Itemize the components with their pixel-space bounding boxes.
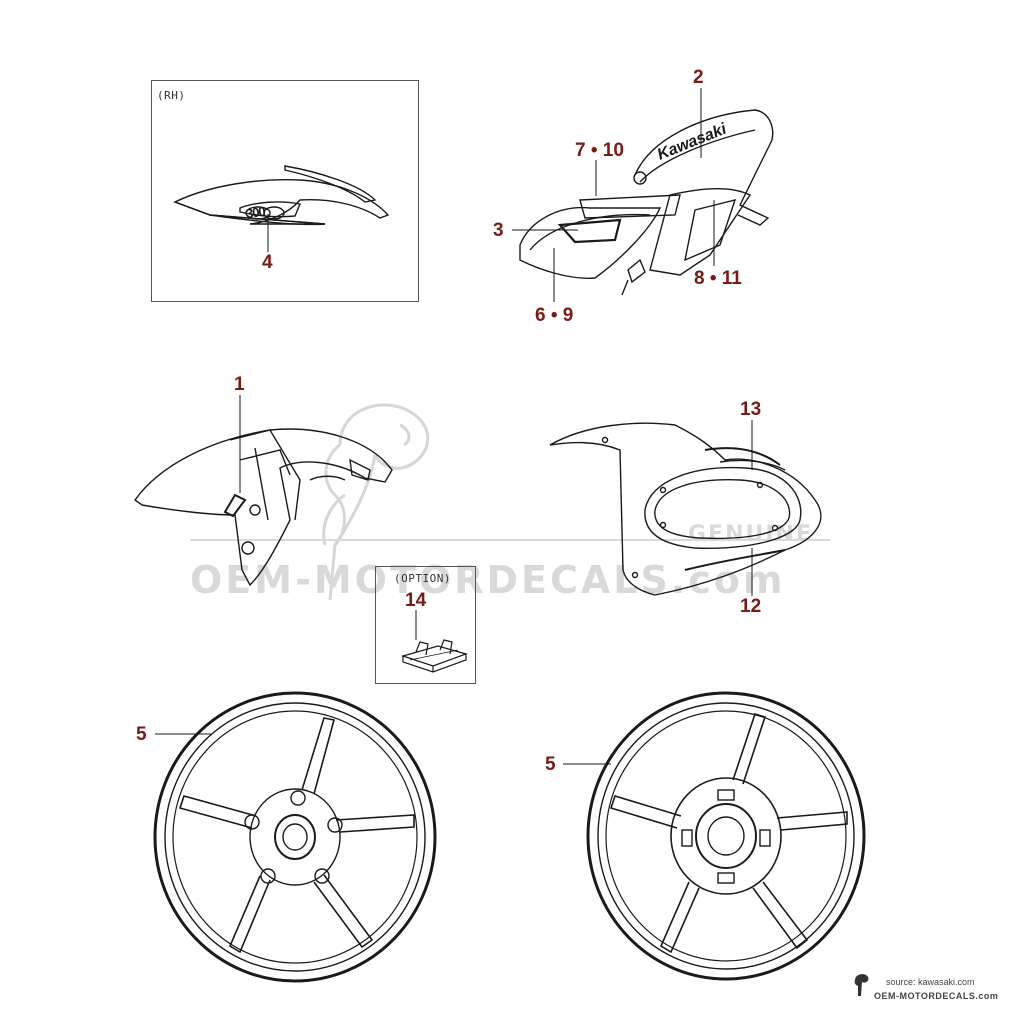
tail-cowl: [549, 422, 822, 596]
leader-14: [415, 610, 417, 640]
leader-4: [267, 214, 269, 252]
option-label: (OPTION): [394, 572, 451, 585]
leader-7-10: [595, 160, 597, 196]
front-fender: [134, 428, 393, 587]
callout-13: 13: [740, 399, 762, 420]
front-wheel: [153, 691, 437, 983]
callout-2: 2: [693, 67, 704, 88]
model-badge-text: 300: [245, 203, 266, 222]
callout-14: 14: [405, 590, 427, 611]
watermark-bird-logo: [322, 403, 430, 601]
rh-label: (RH): [157, 89, 186, 102]
leader-5-left: [155, 733, 211, 735]
watermark-rule: [190, 539, 830, 541]
callout-6-9: 6 • 9: [535, 305, 574, 326]
callout-1: 1: [234, 374, 245, 395]
leader-2: [700, 88, 702, 158]
callout-5-left: 5: [136, 724, 147, 745]
watermark-badge: GENUINE: [688, 522, 813, 547]
leader-3: [512, 229, 578, 231]
credit-bird-icon: [854, 974, 869, 996]
callout-12: 12: [740, 596, 762, 617]
rear-wheel: [586, 691, 866, 981]
rh-side-panel: [173, 165, 390, 226]
credit-site: OEM-MOTORDECALS.com: [874, 991, 999, 1001]
fairing-decal-set: [519, 109, 774, 296]
callout-4: 4: [262, 252, 273, 273]
leader-13: [751, 420, 753, 470]
callout-8-11: 8 • 11: [694, 268, 742, 289]
leader-8-11: [713, 200, 715, 266]
callout-3: 3: [493, 220, 504, 241]
leader-12: [751, 548, 753, 596]
watermark-text: OEM-MOTORDECALS.com: [190, 558, 786, 602]
callout-5-right: 5: [545, 754, 556, 775]
credit-source: source: kawasaki.com: [886, 977, 975, 987]
callout-7-10: 7 • 10: [575, 140, 624, 161]
rh-frame: [151, 80, 419, 302]
leader-1: [239, 395, 241, 493]
option-frame: [375, 566, 476, 684]
leader-6-9: [553, 248, 555, 302]
option-clip: [400, 639, 468, 673]
leader-5-right: [563, 763, 611, 765]
